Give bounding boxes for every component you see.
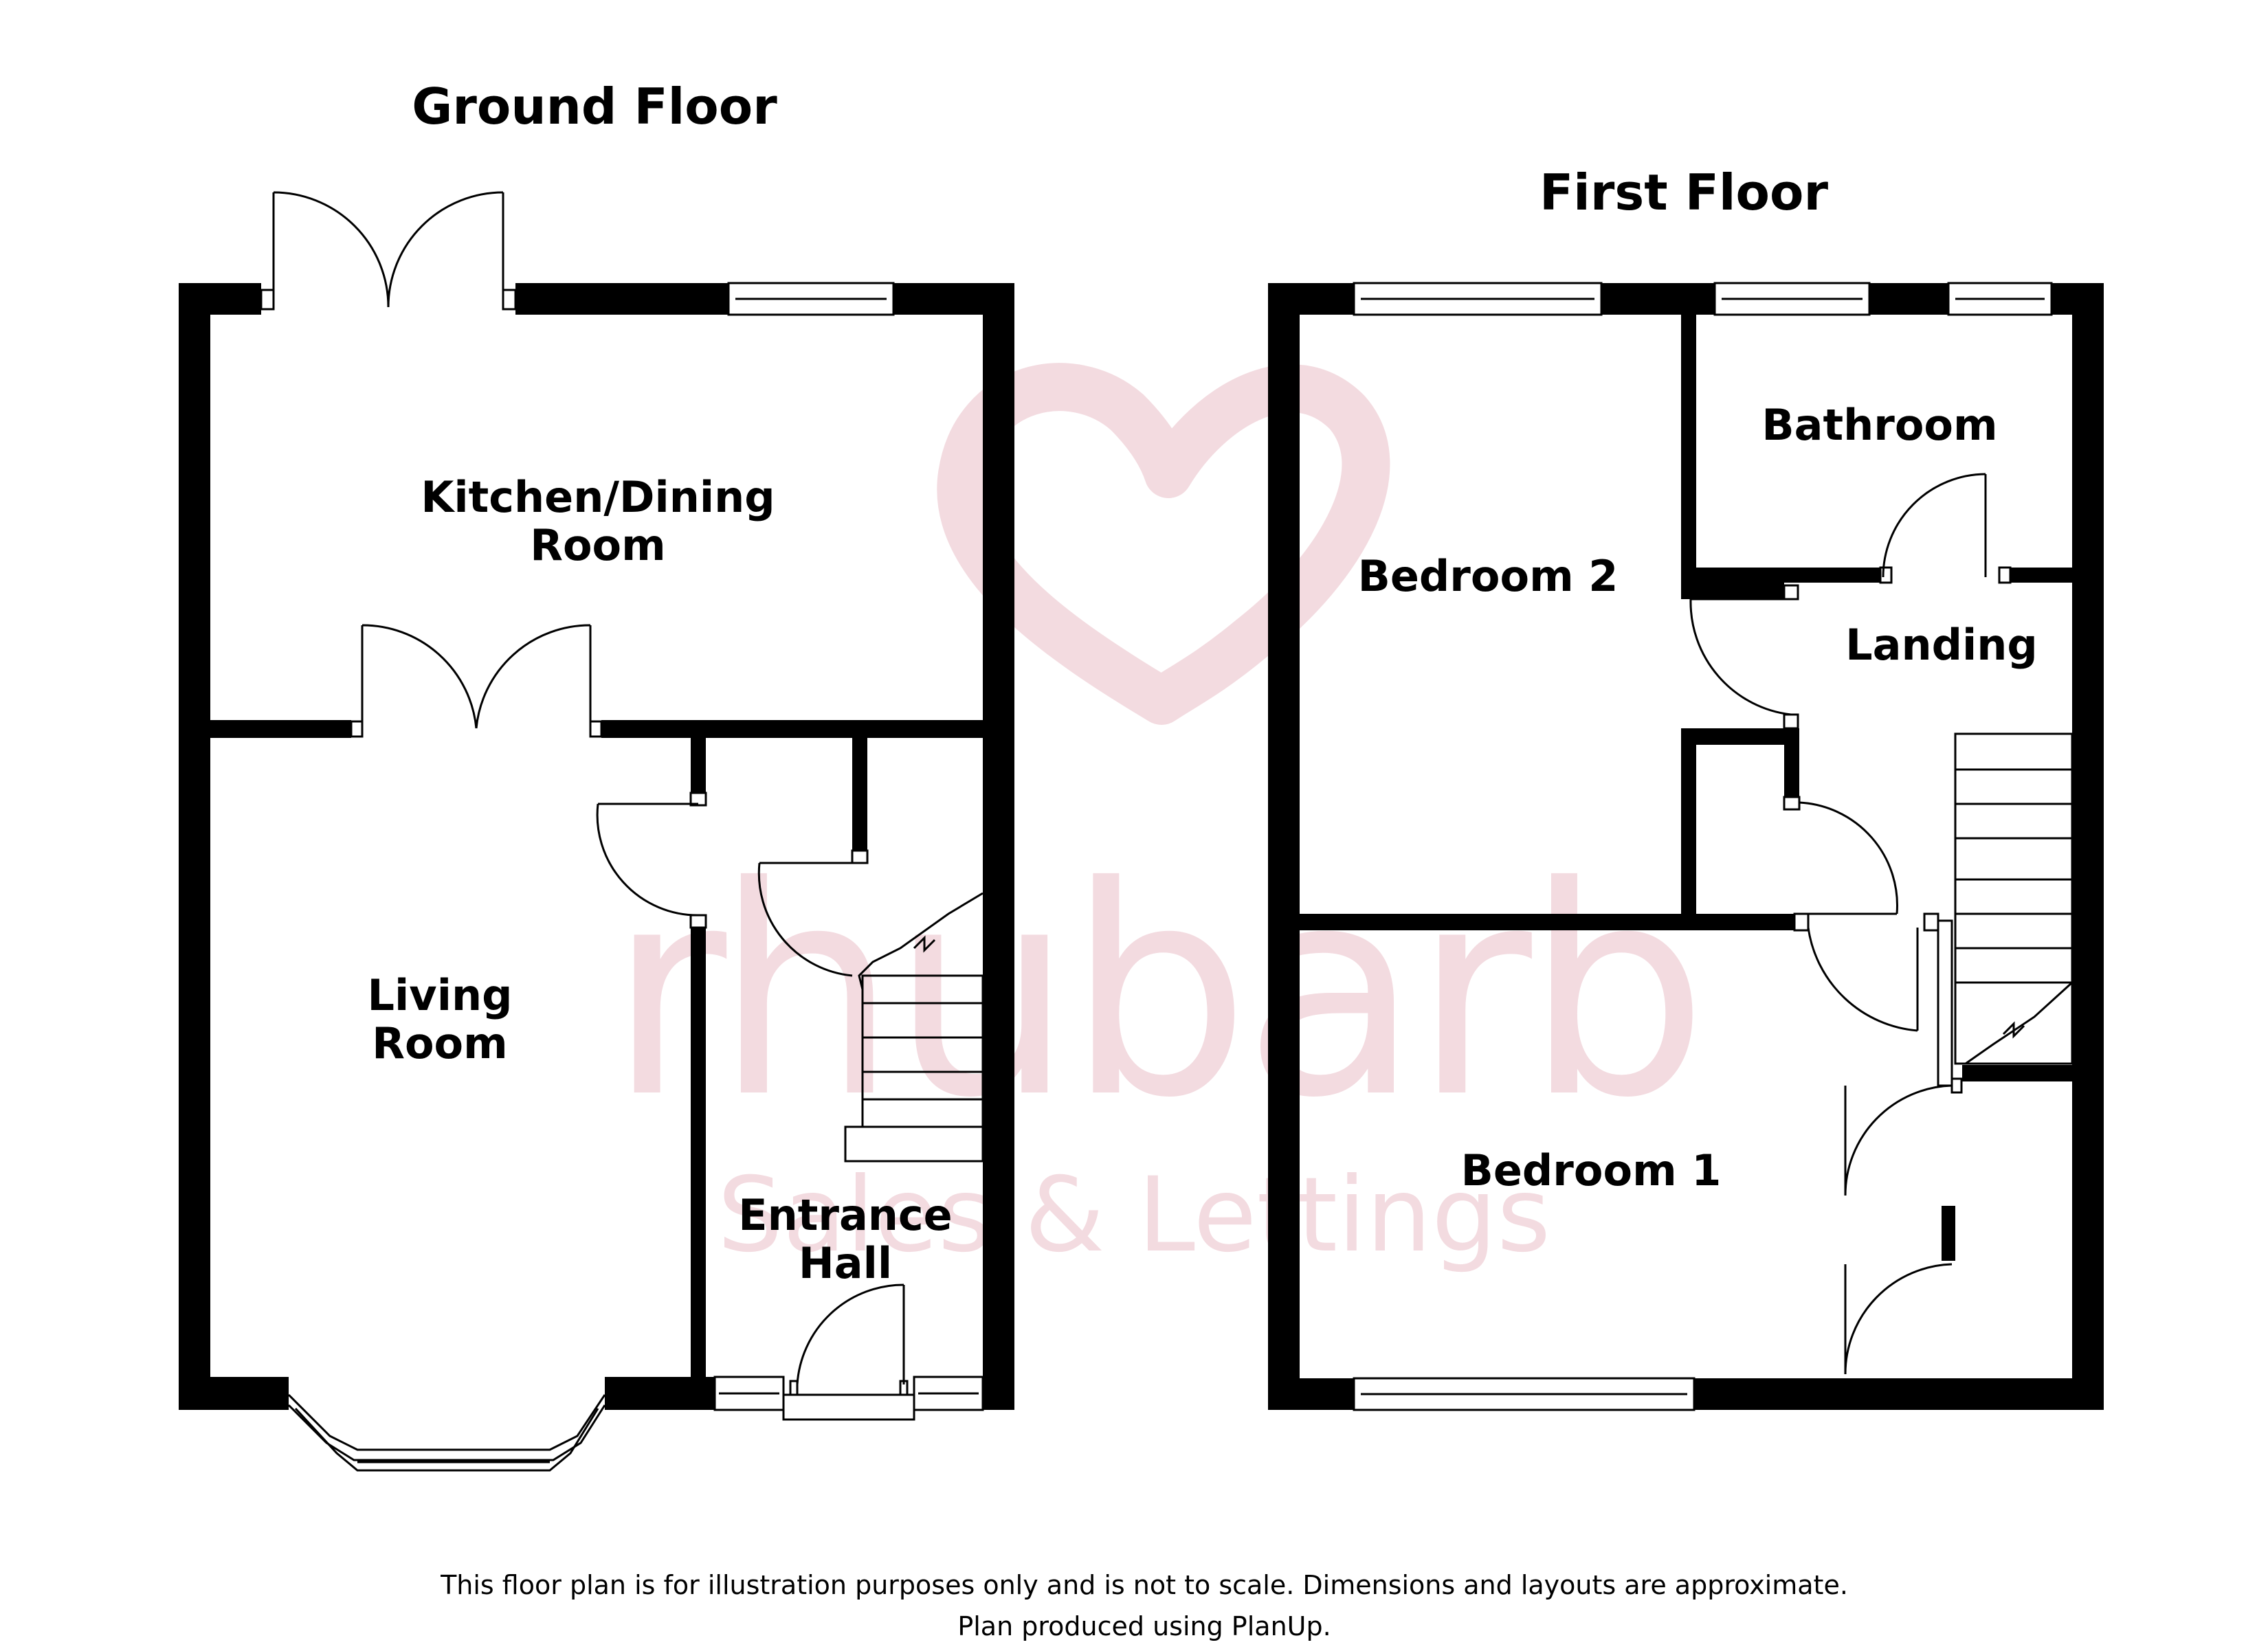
ff-wall-top-b	[1601, 283, 1715, 315]
ff-wall-landing-bed1	[1962, 1065, 2072, 1081]
ff-wall-cupboard-right	[1784, 728, 1799, 797]
gf-wall-kitchen-living-left	[210, 720, 351, 738]
kitchen-dining-label-1: Kitchen/Dining	[421, 472, 775, 522]
disclaimer-line-1: This floor plan is for illustration purp…	[440, 1570, 1848, 1600]
ff-wall-bottom-left	[1268, 1378, 1354, 1410]
ff-bed1-window	[1353, 1377, 1696, 1411]
gf-door-understairs	[757, 849, 869, 977]
gf-wall-kitchen-living-right	[601, 720, 983, 738]
ff-wardrobe-doors	[1844, 1077, 1963, 1375]
entrance-hall-label-2: Hall	[799, 1238, 892, 1288]
ff-wall-bath-bottom-right	[2010, 568, 2072, 583]
kitchen-dining-label-2: Room	[530, 520, 666, 570]
gf-wall-top-mid	[515, 283, 729, 315]
landing-label: Landing	[1845, 620, 2038, 670]
gf-wall-top-left	[179, 283, 261, 315]
ground-floor-title: Ground Floor	[412, 78, 777, 135]
gf-staircase	[844, 892, 984, 1163]
gf-wall-top-right	[893, 283, 1014, 315]
bedroom1-label: Bedroom 1	[1461, 1145, 1722, 1196]
ff-door-bedroom1	[1793, 912, 1939, 1032]
ff-bathroom-window-1	[1713, 282, 1871, 316]
gf-door-living-hall	[596, 792, 707, 929]
watermark-brand: rhubarb	[608, 825, 1702, 1161]
ff-wall-bed2-landing-upper	[1681, 583, 1784, 599]
living-room-label-1: Living	[368, 970, 513, 1020]
gf-wall-under-stair	[852, 735, 867, 851]
entrance-hall-label-1: Entrance	[738, 1190, 952, 1240]
bathroom-label: Bathroom	[1761, 400, 1997, 450]
ff-wall-top-c	[1869, 283, 1948, 315]
ff-wall-bed1-bed2	[1300, 914, 1794, 930]
ff-wall-cupboard-top	[1681, 728, 1784, 745]
ff-wall-top-d	[2052, 283, 2104, 315]
watermark: rhubarb Sales & Lettings	[608, 363, 1708, 1275]
gf-wall-bottom-left	[179, 1377, 289, 1410]
ff-wall-cupboard-left	[1681, 728, 1696, 921]
gf-wall-hall-top-stub	[691, 735, 706, 793]
ff-wall-bath-bottom-left	[1681, 568, 1880, 583]
watermark-tagline: Sales & Lettings	[718, 1156, 1551, 1275]
ff-door-cupboard	[1783, 796, 1898, 915]
disclaimer-line-2: Plan produced using PlanUp.	[957, 1611, 1331, 1641]
ff-wall-bed2-bath	[1681, 315, 1696, 576]
ff-bed2-window	[1353, 282, 1603, 316]
ff-wall-bottom-right	[1694, 1378, 2104, 1410]
first-floor-plan	[1268, 282, 2104, 1411]
first-floor-title: First Floor	[1539, 164, 1829, 221]
ff-bathroom-window-2	[1947, 282, 2053, 316]
gf-internal-french-doors	[350, 624, 603, 738]
ff-wall-wardrobe-stub	[1942, 1206, 1955, 1261]
living-room-label-2: Room	[372, 1018, 508, 1068]
gf-wall-left	[179, 283, 210, 1410]
ff-wall-top-a	[1268, 283, 1354, 315]
gf-bay-window	[287, 1393, 606, 1472]
gf-front-door	[713, 1283, 984, 1421]
gf-wall-hall-left	[691, 928, 706, 1378]
ground-floor-plan	[179, 191, 1014, 1472]
gf-rear-french-doors	[260, 191, 517, 311]
ff-door-bedroom2	[1689, 584, 1799, 730]
ff-wall-left	[1268, 283, 1300, 1410]
gf-kitchen-window	[727, 282, 895, 316]
gf-wall-right	[983, 283, 1014, 1410]
ff-staircase	[1937, 732, 2074, 1087]
ff-door-bathroom	[1879, 473, 2012, 584]
rhubarb-leaf-icon	[937, 363, 1390, 725]
bedroom2-label: Bedroom 2	[1358, 551, 1619, 601]
gf-wall-bottom-mid	[605, 1377, 715, 1410]
ff-wall-right	[2072, 283, 2104, 1410]
